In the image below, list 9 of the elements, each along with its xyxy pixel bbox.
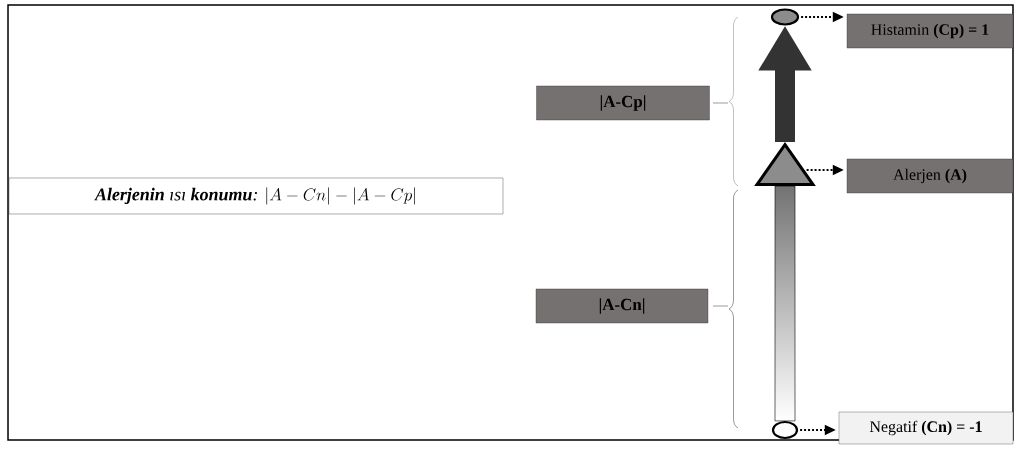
- ellipse-marker: [770, 8, 800, 26]
- value-box: Alerjen (A): [846, 158, 1014, 194]
- value-box: Negatif (Cn) = -1: [838, 411, 1014, 445]
- difference-box: |A-Cn|: [535, 288, 709, 324]
- ellipse-marker: [771, 420, 799, 440]
- scale-shaft: [774, 185, 796, 422]
- difference-box: |A-Cp|: [536, 85, 710, 121]
- value-box: Histamin (Cp) = 1: [846, 13, 1014, 49]
- formula-box: Alerjenin ısı konumu: $|A - Cn| - |A - Cp|$: [8, 177, 504, 215]
